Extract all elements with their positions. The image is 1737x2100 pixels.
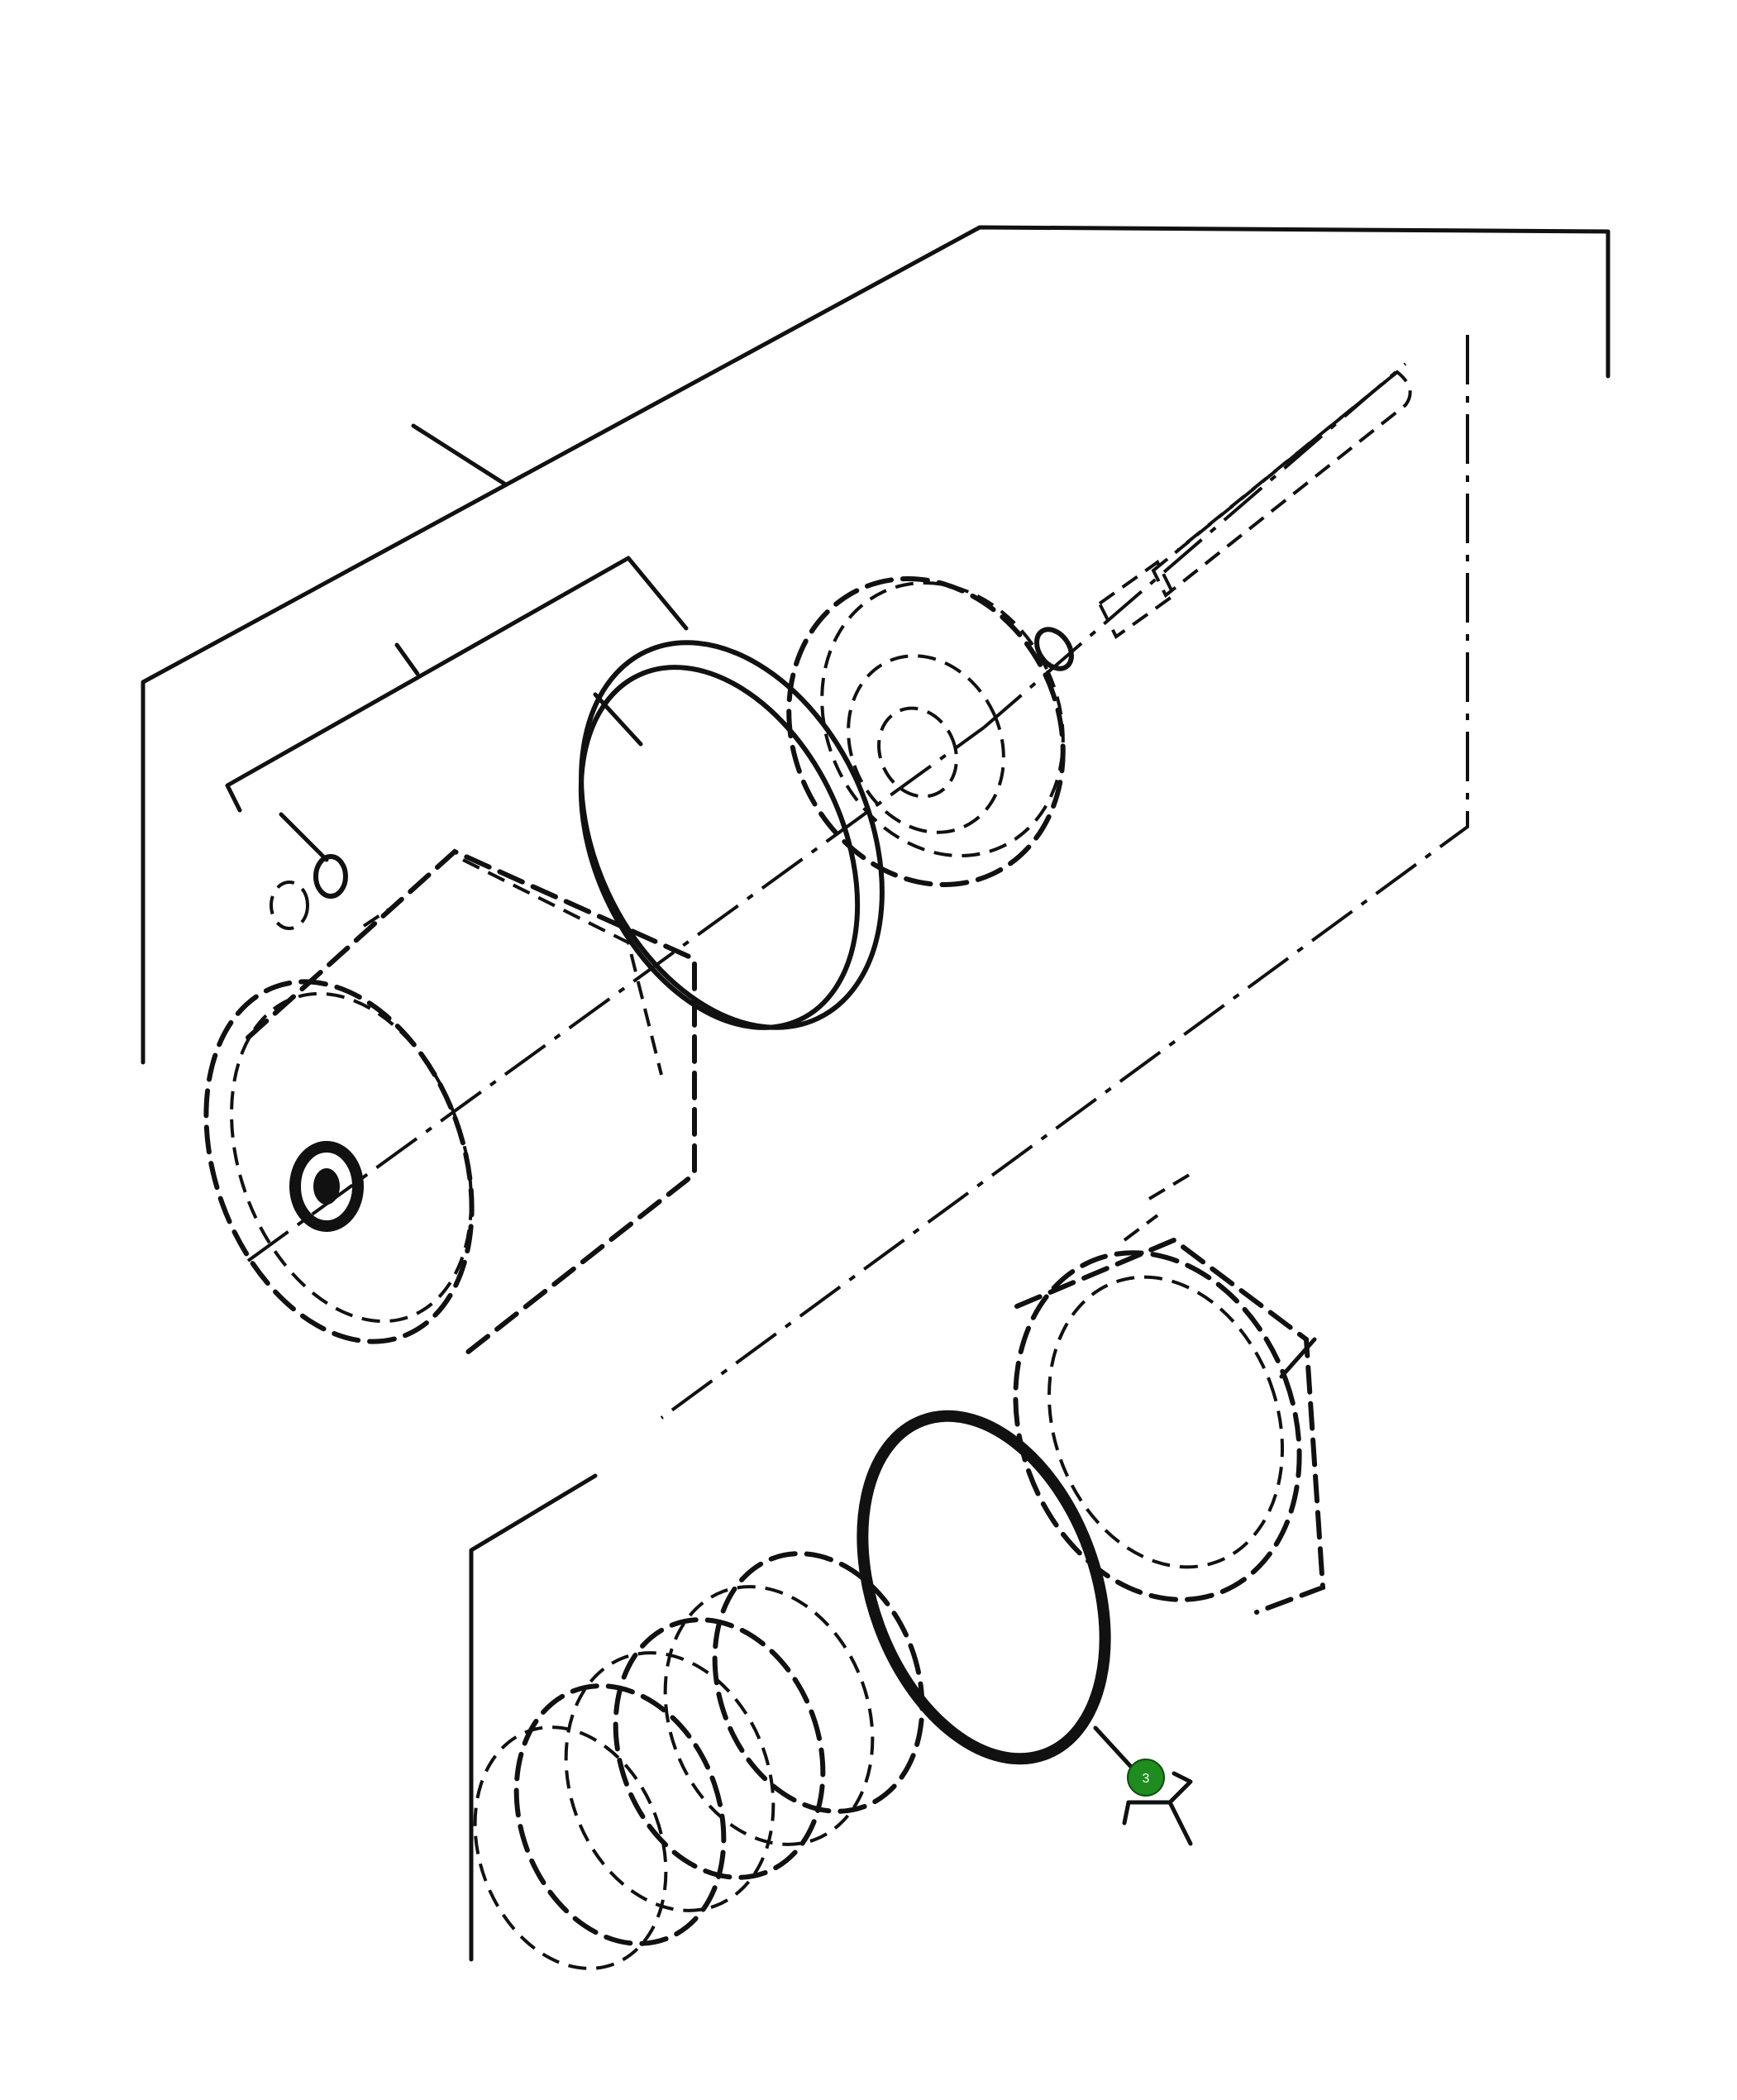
- drum-housing-part: [203, 848, 697, 1358]
- hub-disc-part: [786, 576, 1066, 887]
- callout-circle[interactable]: [1127, 1759, 1165, 1797]
- clutch-plate-stack-part: [473, 1551, 925, 1970]
- lower-group-bracket: [469, 1473, 598, 1962]
- snap-ring-part: [857, 1410, 1143, 1780]
- fitting-parts: [270, 812, 390, 930]
- shaft-part: [1034, 370, 1412, 671]
- callout-label[interactable]: 3: [1143, 1772, 1150, 1786]
- callout-balloon-3[interactable]: 3: [1127, 1759, 1165, 1797]
- piston-ring-part: [578, 640, 885, 1030]
- upper-group-bracket: [141, 225, 1611, 1065]
- callout-bracket: [1122, 1771, 1193, 1846]
- cover-plate-part: [1013, 1172, 1326, 1615]
